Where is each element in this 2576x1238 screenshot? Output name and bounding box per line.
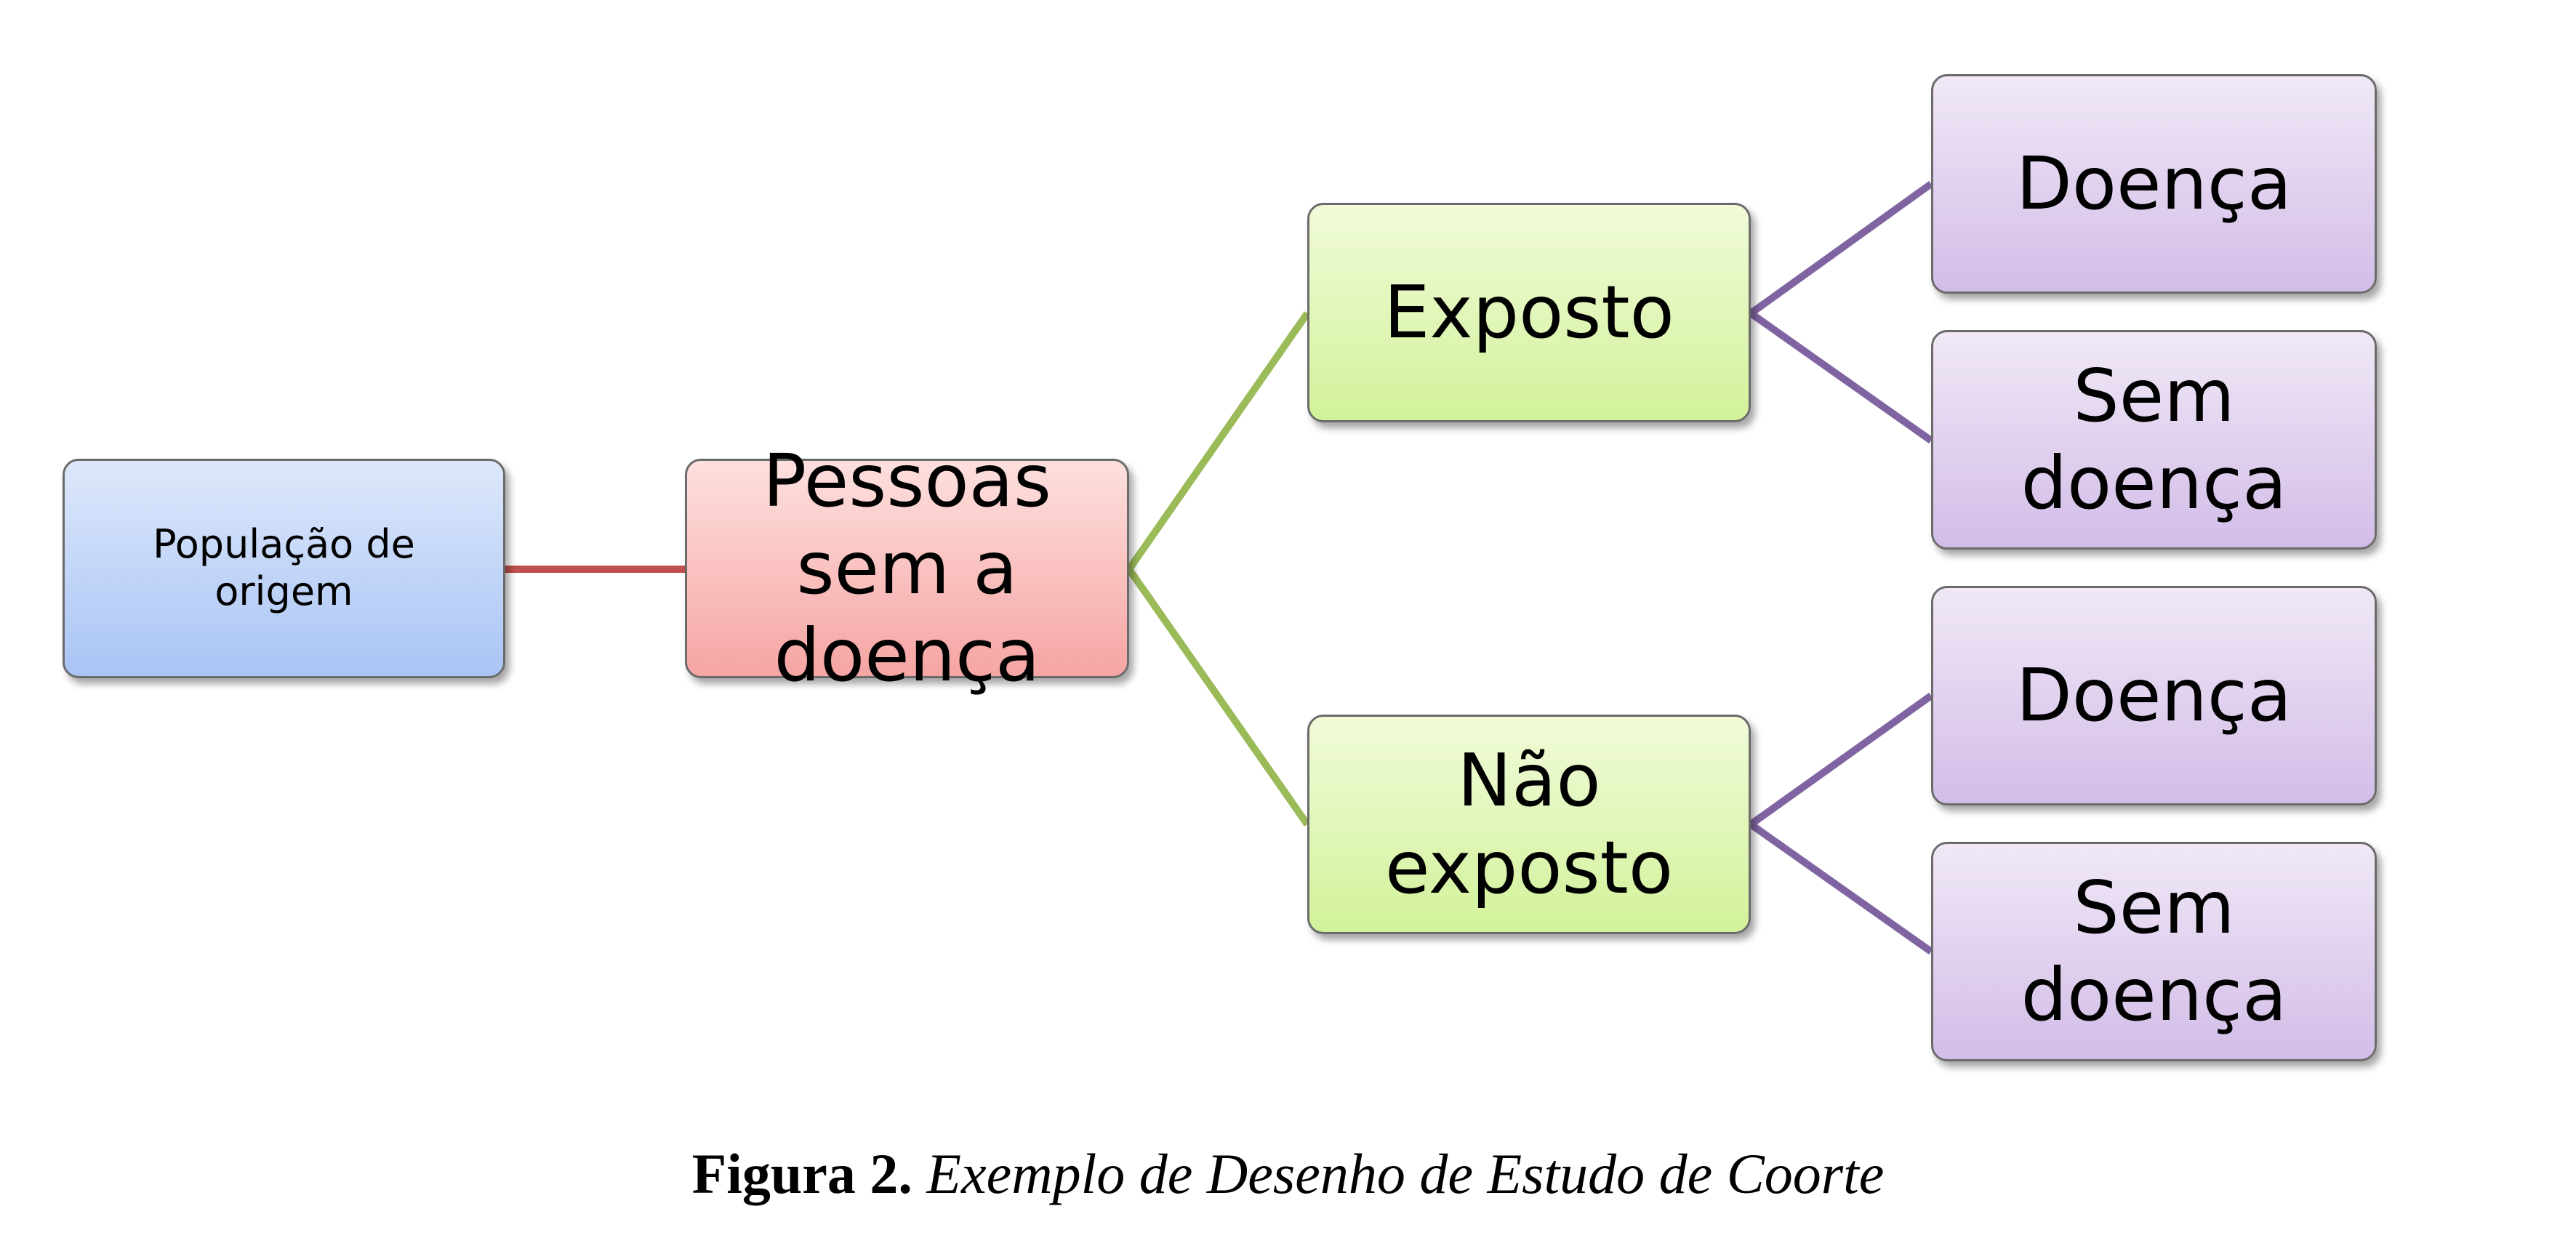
node-label: Sem doença <box>2021 353 2287 526</box>
connector-not-exposed-to-disease <box>1749 692 1933 828</box>
node-label: Pessoas sem a doença <box>762 438 1052 698</box>
node-label: Não exposto <box>1384 738 1674 910</box>
node-not-exposed-disease: Doença <box>1931 586 2377 805</box>
node-source-population: População de origem <box>63 459 505 678</box>
node-label: Sem doença <box>2021 865 2287 1037</box>
node-exposed-disease: Doença <box>1931 74 2377 294</box>
connector-people-to-exposed <box>1126 311 1311 571</box>
node-people-without-disease: Pessoas sem a doença <box>685 438 1129 698</box>
node-exposed-no-disease: Sem doença <box>1931 330 2377 550</box>
node-exposed: Exposto <box>1307 203 1751 422</box>
node-label: Exposto <box>1384 270 1674 355</box>
caption-text: Exemplo de Desenho de Estudo de Coorte <box>926 1142 1885 1205</box>
connector-not-exposed-to-no-disease <box>1749 821 1933 955</box>
caption-label: Figura 2. <box>691 1142 912 1205</box>
node-label: População de origem <box>153 521 415 614</box>
node-not-exposed: Não exposto <box>1307 715 1751 934</box>
connector-exposed-to-disease <box>1749 180 1933 317</box>
node-label: Doença <box>2015 141 2292 226</box>
node-label: Doença <box>2015 653 2292 738</box>
figure-caption: Figura 2. Exemplo de Desenho de Estudo d… <box>0 1141 2576 1207</box>
connector-people-to-not-exposed <box>1126 567 1311 827</box>
node-not-exposed-no-disease: Sem doença <box>1931 842 2377 1061</box>
connector-exposed-to-no-disease <box>1749 310 1933 444</box>
